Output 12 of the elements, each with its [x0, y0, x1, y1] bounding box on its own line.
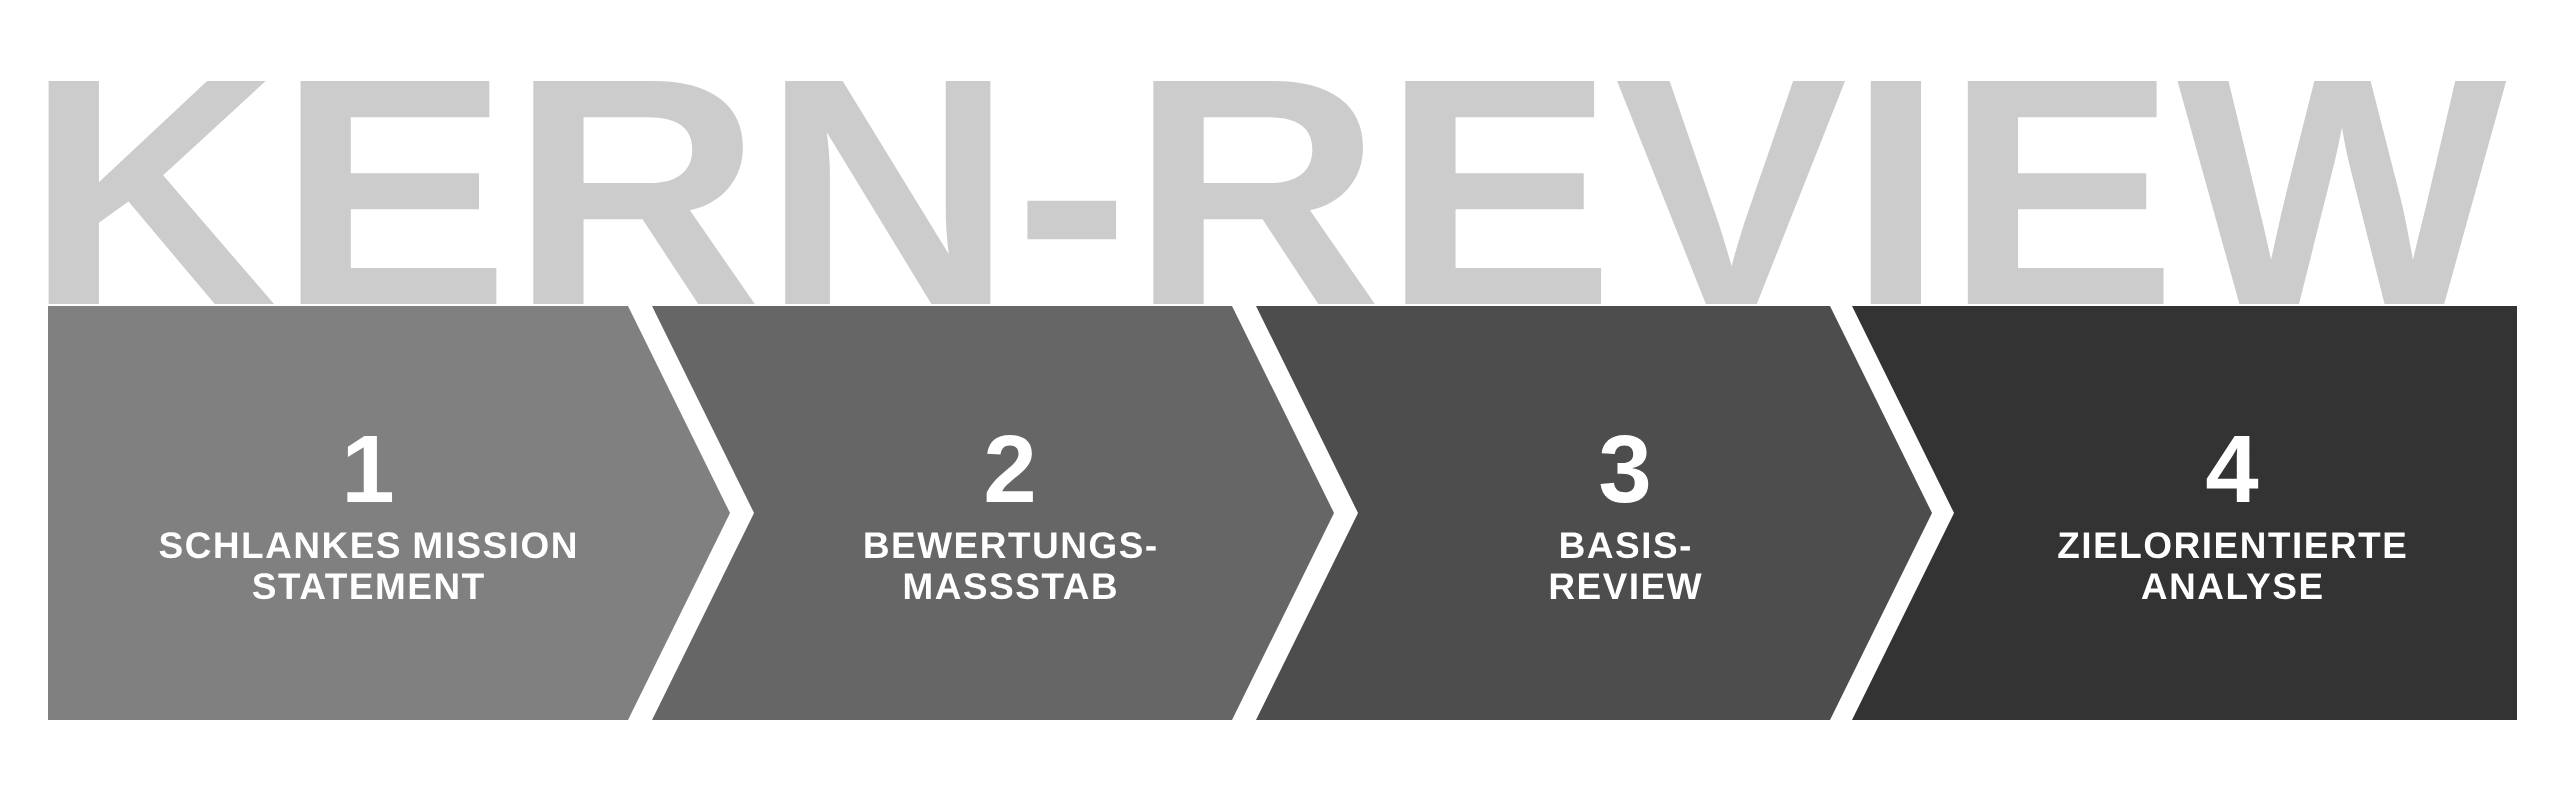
chevron-step: [1256, 306, 1932, 720]
step-label: BEWERTUNGS-MASSSTAB: [865, 532, 1156, 600]
step-label: ZIELORIENTIERTE ANALYSE: [2058, 532, 2406, 600]
step-label: SCHLANKES MISSION STATEMENT: [159, 532, 575, 600]
step-number: 3: [1600, 434, 1649, 504]
step-number: 1: [347, 435, 393, 502]
chevron-step: [48, 306, 730, 720]
step-number: 2: [986, 434, 1033, 502]
chevron-step: [1852, 306, 2517, 720]
step-number: 4: [2206, 435, 2259, 502]
step-label: BASIS-REVIEW: [1550, 532, 1702, 599]
chevron-step: [652, 306, 1334, 720]
